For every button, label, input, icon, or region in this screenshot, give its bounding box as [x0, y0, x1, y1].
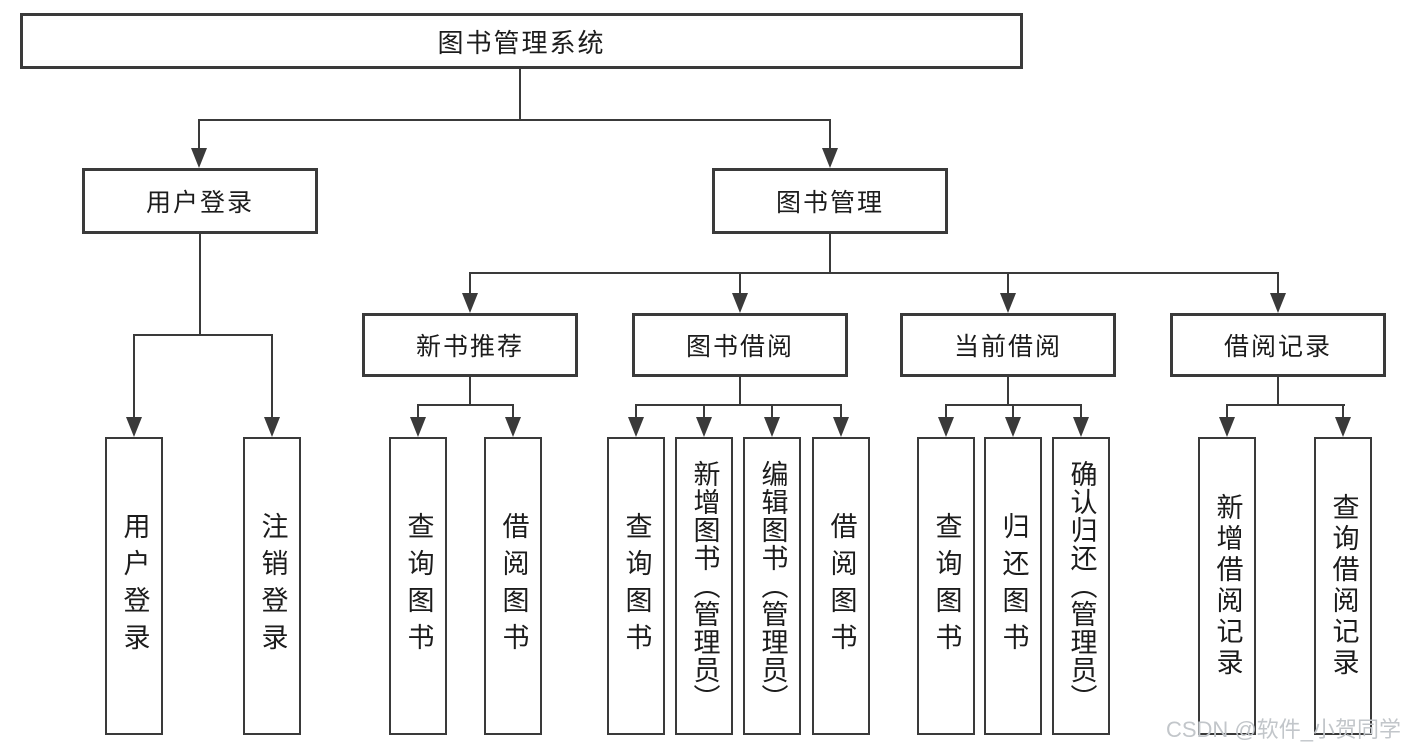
connector-g5-stem	[1277, 377, 1279, 405]
connector-g5-drop1	[1226, 404, 1228, 420]
leaf-query-borrow-record-label: 查询借阅记录	[1328, 493, 1359, 679]
connector-userlogin-bar	[133, 334, 273, 336]
arrowhead-user-login	[191, 148, 207, 168]
leaf-return-books-label: 归还图书	[998, 512, 1029, 660]
connector-root-drop-left	[198, 119, 200, 151]
arrowhead-g4-leaf3	[1073, 417, 1089, 437]
node-root: 图书管理系统	[20, 13, 1023, 69]
connector-g5-bar	[1226, 404, 1345, 406]
connector-g4-drop3	[1080, 404, 1082, 420]
connector-bookmgmt-drop3	[1007, 272, 1009, 296]
leaf-borrow-books-2-label: 借阅图书	[826, 512, 857, 660]
arrowhead-g3-leaf2	[696, 417, 712, 437]
leaf-confirm-return-admin-label: 确认归还（管理员）	[1066, 460, 1097, 712]
leaf-add-borrow-record-label: 新增借阅记录	[1212, 493, 1243, 679]
connector-g4-drop1	[945, 404, 947, 420]
arrowhead-borrow-records	[1270, 293, 1286, 313]
leaf-edit-books-admin: 编辑图书（管理员）	[743, 437, 801, 735]
connector-bookmgmt-drop1	[469, 272, 471, 296]
arrowhead-current-borrow	[1000, 293, 1016, 313]
leaf-query-books-2: 查询图书	[607, 437, 665, 735]
node-current-borrow-label: 当前借阅	[953, 333, 1062, 361]
connector-g4-drop2	[1012, 404, 1014, 420]
leaf-query-books-1: 查询图书	[389, 437, 447, 735]
arrowhead-book-mgmt	[822, 148, 838, 168]
leaf-query-borrow-record: 查询借阅记录	[1314, 437, 1372, 735]
node-book-borrow-label: 图书借阅	[685, 333, 794, 361]
arrowhead-g3-leaf3	[764, 417, 780, 437]
leaf-edit-books-admin-label: 编辑图书（管理员）	[757, 460, 788, 712]
node-borrow-records-label: 借阅记录	[1223, 333, 1332, 361]
leaf-query-books-1-label: 查询图书	[403, 512, 434, 660]
arrowhead-book-borrow	[732, 293, 748, 313]
leaf-borrow-books-1-label: 借阅图书	[498, 512, 529, 660]
leaf-add-books-admin: 新增图书（管理员）	[675, 437, 733, 735]
leaf-logout-label: 注销登录	[257, 512, 288, 660]
leaf-query-books-3-label: 查询图书	[931, 512, 962, 660]
connector-g5-drop2	[1342, 404, 1344, 420]
node-user-login-label: 用户登录	[145, 189, 254, 217]
connector-g2-bar	[417, 404, 514, 406]
node-new-book-rec: 新书推荐	[362, 313, 578, 377]
arrowhead-leaf-logout	[264, 417, 280, 437]
connector-g3-bar	[635, 404, 842, 406]
connector-g3-drop1	[635, 404, 637, 420]
node-root-label: 图书管理系统	[437, 27, 606, 58]
connector-g3-drop2	[703, 404, 705, 420]
connector-root-bar	[198, 119, 831, 121]
arrowhead-g5-leaf2	[1335, 417, 1351, 437]
leaf-borrow-books-2: 借阅图书	[812, 437, 870, 735]
arrowhead-g2-leaf1	[410, 417, 426, 437]
connector-userlogin-drop2	[271, 334, 273, 420]
node-book-mgmt-label: 图书管理	[775, 189, 884, 217]
connector-userlogin-drop1	[133, 334, 135, 420]
leaf-user-login-label: 用户登录	[119, 512, 150, 660]
connector-bookmgmt-drop4	[1277, 272, 1279, 296]
connector-bookmgmt-drop2	[739, 272, 741, 296]
leaf-logout: 注销登录	[243, 437, 301, 735]
connector-root-drop-right	[829, 119, 831, 151]
leaf-query-books-3: 查询图书	[917, 437, 975, 735]
leaf-return-books: 归还图书	[984, 437, 1042, 735]
arrowhead-new-book-rec	[462, 293, 478, 313]
connector-g2-drop1	[417, 404, 419, 420]
csdn-watermark: CSDN @软件_小贺同学	[1165, 717, 1401, 742]
node-current-borrow: 当前借阅	[900, 313, 1116, 377]
leaf-borrow-books-1: 借阅图书	[484, 437, 542, 735]
connector-bookmgmt-stem	[829, 234, 831, 274]
leaf-query-books-2-label: 查询图书	[621, 512, 652, 660]
arrowhead-g5-leaf1	[1219, 417, 1235, 437]
node-book-mgmt: 图书管理	[712, 168, 948, 234]
arrowhead-g4-leaf1	[938, 417, 954, 437]
connector-userlogin-stem	[199, 234, 201, 335]
connector-g3-drop3	[771, 404, 773, 420]
leaf-add-books-admin-label: 新增图书（管理员）	[689, 460, 720, 712]
leaf-confirm-return-admin: 确认归还（管理员）	[1052, 437, 1110, 735]
connector-g2-stem	[469, 377, 471, 405]
node-user-login: 用户登录	[82, 168, 318, 234]
arrowhead-g3-leaf1	[628, 417, 644, 437]
node-book-borrow: 图书借阅	[632, 313, 848, 377]
arrowhead-leaf-login	[126, 417, 142, 437]
connector-g2-drop2	[512, 404, 514, 420]
node-new-book-rec-label: 新书推荐	[415, 333, 524, 361]
node-borrow-records: 借阅记录	[1170, 313, 1386, 377]
arrowhead-g2-leaf2	[505, 417, 521, 437]
connector-g3-stem	[739, 377, 741, 405]
arrowhead-g3-leaf4	[833, 417, 849, 437]
connector-root-stem	[519, 69, 521, 121]
leaf-add-borrow-record: 新增借阅记录	[1198, 437, 1256, 735]
arrowhead-g4-leaf2	[1005, 417, 1021, 437]
connector-bookmgmt-bar	[469, 272, 1279, 274]
connector-g4-stem	[1007, 377, 1009, 405]
leaf-user-login: 用户登录	[105, 437, 163, 735]
connector-g3-drop4	[840, 404, 842, 420]
